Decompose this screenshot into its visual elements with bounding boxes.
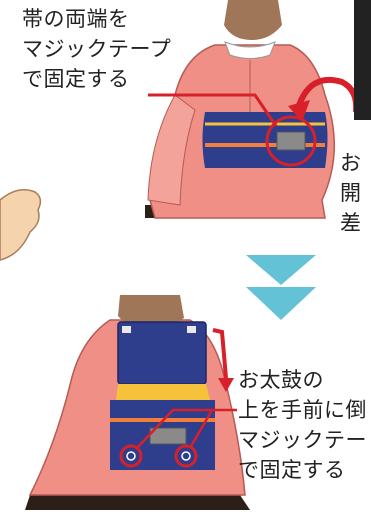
step2-caption: お太鼓の 上を手前に倒 マジックテー で固定する xyxy=(238,365,367,485)
obi-top xyxy=(202,112,328,168)
velcro-dot-right xyxy=(181,451,191,461)
edge-object-top xyxy=(354,0,371,120)
obi-yellow-band xyxy=(116,384,210,400)
step1-side-caption-line3: 差 xyxy=(340,211,362,235)
step2-caption-line3: マジックテー xyxy=(238,428,367,452)
pointer-line-top xyxy=(148,93,278,127)
fold-down-arrowhead-icon xyxy=(218,378,234,392)
step2-caption-line1: お太鼓の xyxy=(238,368,324,392)
velcro-highlight-circle xyxy=(265,115,317,167)
step1-caption-line1: 帯の両端を xyxy=(22,7,130,31)
bottom-panel xyxy=(25,295,250,510)
velcro-bottom xyxy=(149,427,187,445)
velcro-dot-left xyxy=(126,451,136,461)
pointer-line-bottom-right xyxy=(188,409,214,449)
fold-arrow-head-icon xyxy=(288,100,310,122)
hair-top xyxy=(224,0,282,40)
sleeve-left-top xyxy=(147,94,196,206)
down-arrows xyxy=(246,255,316,320)
down-arrow-icon-2 xyxy=(246,287,316,320)
down-arrow-icon-1 xyxy=(246,255,316,285)
collar-top xyxy=(224,41,276,59)
hand-icon xyxy=(0,189,42,261)
hair-bottom xyxy=(118,295,184,328)
velcro-circle-right xyxy=(174,444,198,468)
top-panel xyxy=(0,0,371,261)
step1-side-caption: お 開 差 xyxy=(340,148,362,238)
step1-side-caption-line2: 開 xyxy=(340,181,362,205)
step2-caption-line4: で固定する xyxy=(238,458,346,482)
velcro-tab-right xyxy=(187,326,196,333)
step1-caption-line3: で固定する xyxy=(22,67,130,91)
step2-caption-line2: 上を手前に倒 xyxy=(238,398,367,422)
velcro-circle-left xyxy=(119,444,143,468)
pointer-line-bottom-left xyxy=(136,408,237,449)
velcro-tab-left xyxy=(122,326,131,333)
fold-down-arrow-icon xyxy=(212,328,228,379)
step1-caption-line2: マジックテープ xyxy=(22,37,172,61)
velcro-top xyxy=(276,131,306,151)
step1-caption: 帯の両端を マジックテープ で固定する xyxy=(22,4,171,94)
step1-side-caption-line1: お xyxy=(340,151,362,175)
floor-shadow-bottom xyxy=(25,495,250,510)
